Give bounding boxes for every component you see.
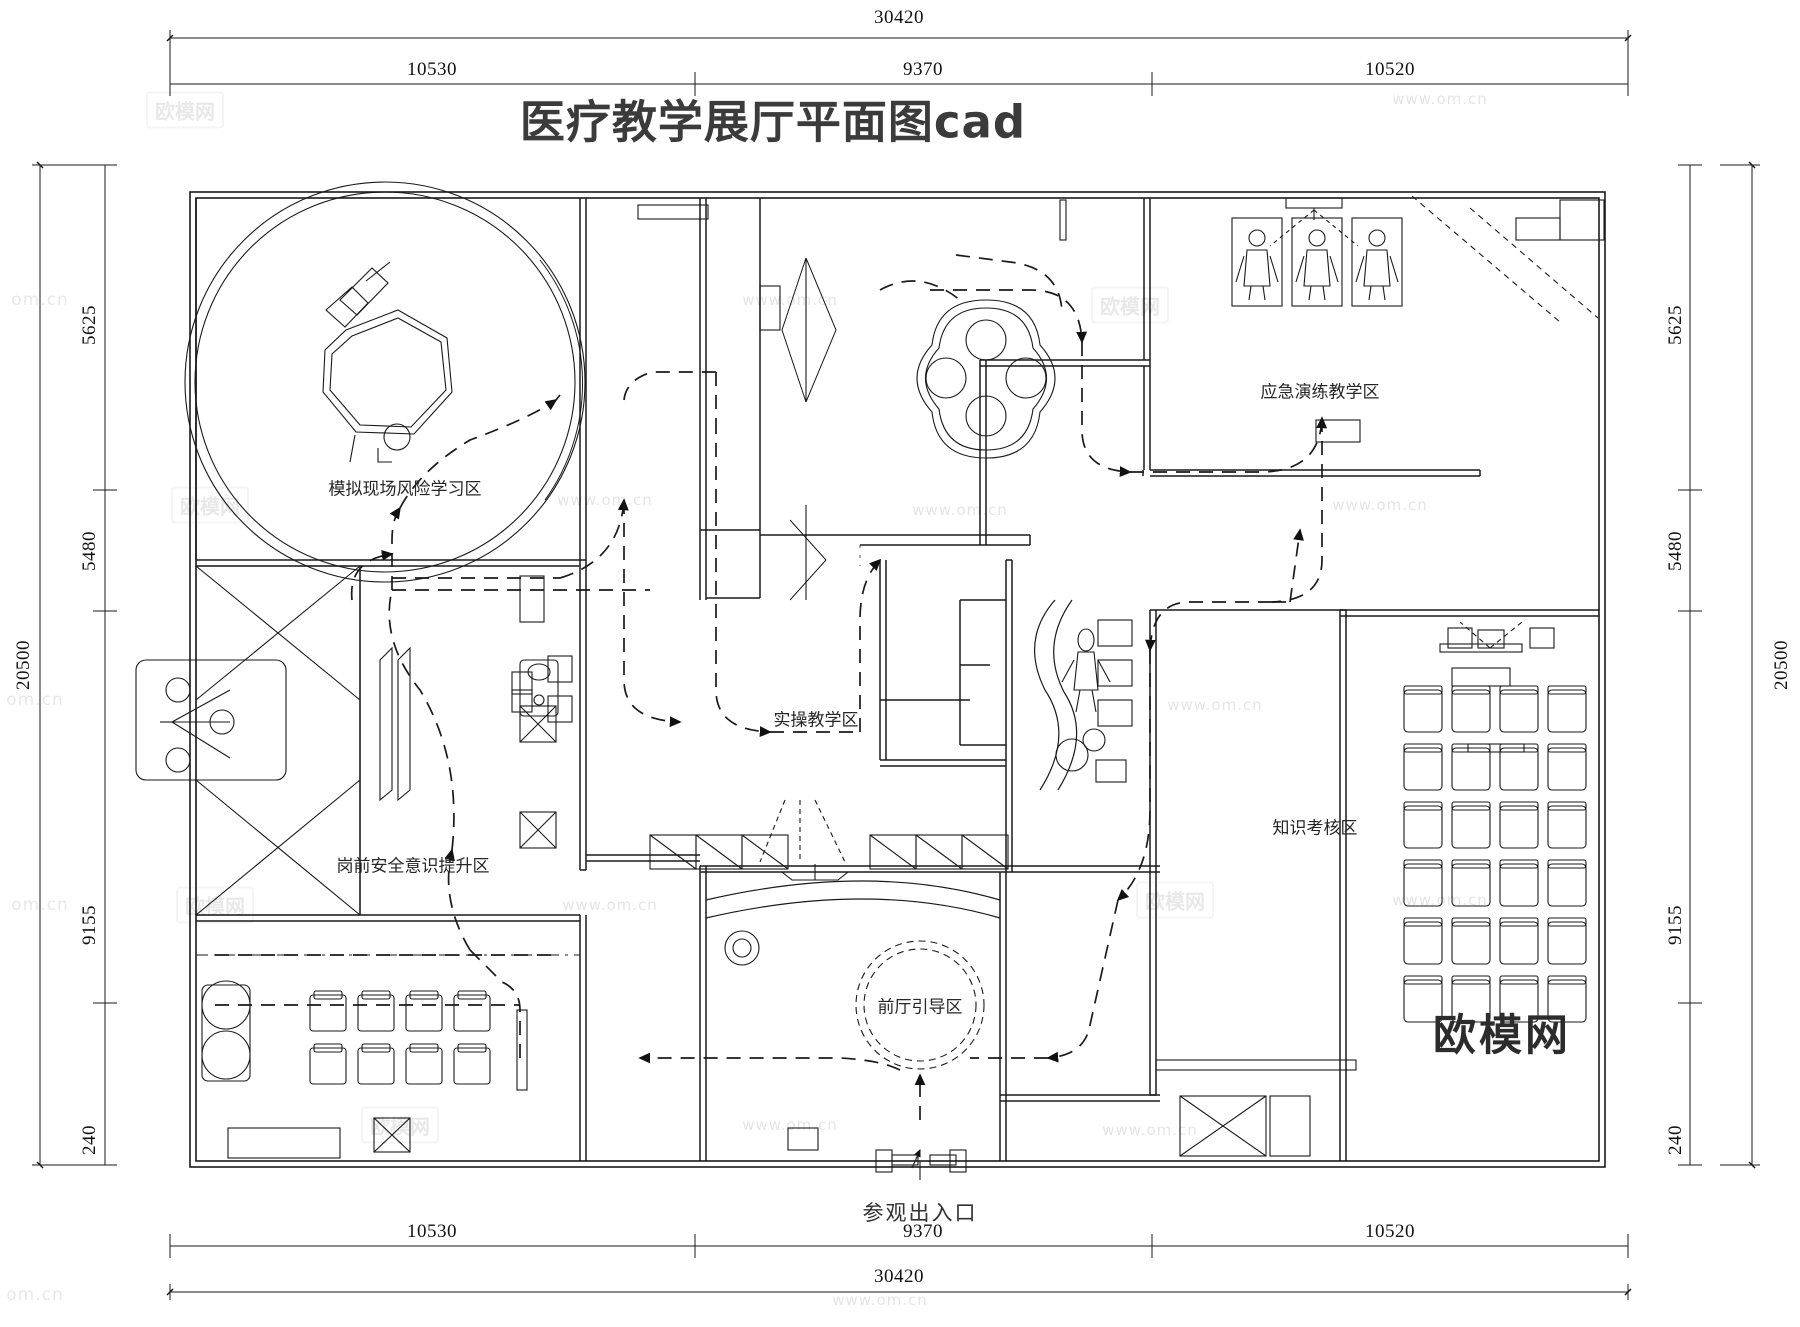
dim-bottom-seg-1: 10530	[407, 1221, 457, 1242]
zone-label-emergency: 应急演练教学区	[1260, 382, 1380, 403]
dim-top-seg-2: 9370	[903, 59, 943, 80]
brand-watermark: 欧模网	[1433, 1011, 1571, 1061]
dim-left-seg-3: 9155	[79, 905, 100, 945]
entrance-label: 参观出入口	[862, 1201, 978, 1225]
page-title: 医疗教学展厅平面图cad	[519, 95, 1027, 149]
dim-right-seg-3: 9155	[1665, 905, 1686, 945]
dim-bottom-overall: 30420	[874, 1266, 924, 1287]
dim-right-overall: 20500	[1771, 640, 1792, 690]
dim-top-seg-1: 10530	[407, 59, 457, 80]
dim-right-seg-4: 240	[1665, 1125, 1686, 1155]
zone-label-pre-job: 岗前安全意识提升区	[336, 856, 490, 877]
lower-left-furniture	[196, 954, 580, 1159]
circulation-path-secondary	[215, 549, 560, 1006]
simulation-dome	[184, 181, 586, 583]
lobby-entry	[705, 199, 1067, 1180]
zone-label-lobby: 前厅引导区	[877, 997, 963, 1018]
dim-left-overall: 20500	[13, 640, 34, 690]
dim-left-seg-2: 5480	[79, 531, 100, 571]
interior-walls	[195, 198, 1599, 1161]
dim-bottom-seg-3: 10520	[1365, 1221, 1415, 1242]
dim-top-seg-3: 10520	[1365, 59, 1415, 80]
dim-left-seg-1: 5625	[79, 305, 100, 345]
emergency-drill-figures	[1231, 195, 1605, 443]
dim-right-seg-1: 5625	[1665, 305, 1686, 345]
zone-label-sim-risk: 模拟现场风险学习区	[328, 479, 482, 500]
dim-bottom-seg-2: 9370	[903, 1221, 943, 1242]
zone-label-knowledge: 知识考核区	[1272, 818, 1358, 839]
dim-left-seg-4: 240	[79, 1125, 100, 1155]
dimension-lines	[32, 30, 1760, 1300]
dim-top-overall: 30420	[874, 7, 924, 28]
seating-cluster	[916, 299, 1056, 459]
zone-label-practice: 实操教学区	[773, 710, 859, 731]
lower-right-rooms	[1155, 1059, 1357, 1157]
center-exhibits	[637, 204, 1133, 881]
exterior-walls	[189, 191, 1606, 1168]
circulation-path	[388, 254, 1328, 1120]
dim-right-seg-2: 5480	[1665, 531, 1686, 571]
assessment-seating	[1403, 621, 1587, 1023]
